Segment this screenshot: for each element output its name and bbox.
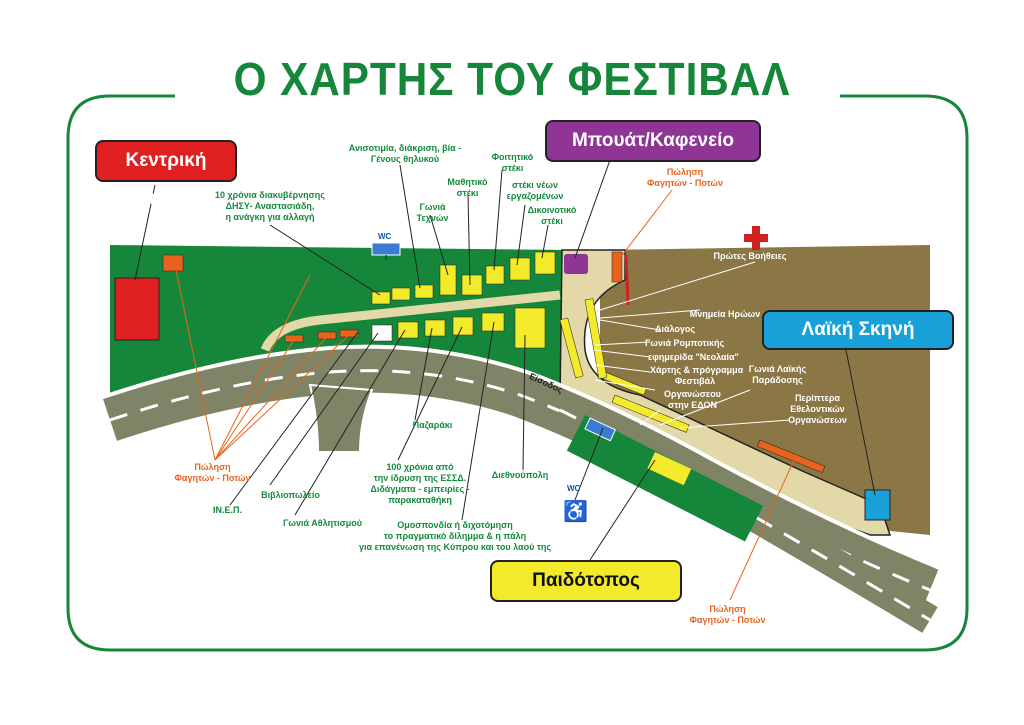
boite-cafe-callout[interactable]: Μπουάτ/Καφενείο [545, 120, 761, 162]
folk-stage-callout[interactable]: Λαϊκή Σκηνή [762, 310, 954, 350]
wc-mark [371, 242, 401, 256]
label-line: το πραγματικό δίλημμα & η πάλη [383, 531, 527, 541]
wc-label-2: WC [567, 484, 581, 493]
label-line: Γωνιά [419, 202, 446, 212]
central-stage-callout[interactable]: Κεντρική Σκηνή [95, 140, 237, 209]
label-first-aid: Πρώτες Βοήθειες [713, 251, 787, 261]
first-aid-icon [744, 226, 768, 250]
label-line: Ανισοτιμία, διάκριση, βία - [348, 143, 462, 153]
boite-mark [564, 254, 588, 274]
label-line: εργαζομένων [506, 191, 564, 201]
label-line: Εθελοντικών [790, 404, 845, 414]
label-line: 10 χρόνια διακυβέρνησης [214, 190, 325, 200]
playground-mark [647, 452, 692, 486]
label-line: Φεστιβάλ [674, 376, 716, 386]
label-line: Μαθητικό [447, 177, 488, 187]
label-robotics: Γωνιά Ρομποτικής [645, 338, 725, 348]
label-line: Φαγητών - Ποτών [174, 473, 251, 483]
label-inequality: Ανισοτιμία, διάκριση, βία -Γένους θηλυκο… [330, 143, 480, 165]
wc-mark-2 [584, 417, 617, 442]
label-line: στην ΕΔΟΝ [668, 400, 717, 410]
label-line: Γωνιά Λαϊκής [748, 364, 807, 374]
label-sports-corner: Γωνιά Αθλητισμού [282, 518, 362, 528]
label-internationalpolis: Διεθνούπολη [491, 470, 549, 480]
label-line: Διδάγματα - εμπειρίες - [370, 484, 470, 494]
label-line: Οργανώσεου [664, 389, 721, 399]
side-road [308, 383, 374, 453]
label-line: Οργανώσεων [788, 415, 847, 425]
label-bazaar: Παζαράκι [412, 420, 453, 430]
walkway [260, 290, 561, 352]
label-line: Φαγητών - Ποτών [647, 178, 723, 188]
label-line: Τεχνών [416, 213, 449, 223]
label-line: Ομοσπονδία ή διχοτόμηση [397, 520, 513, 530]
label-line: στέκι [456, 188, 479, 198]
label-line: στέκι [541, 216, 563, 226]
label-line: Φοιτητικό [491, 152, 534, 162]
food-stalls [162, 251, 826, 474]
label-inep: ΙΝ.Ε.Π. [212, 505, 242, 515]
label-line: παρακαταθήκη [388, 495, 452, 505]
map-frame [66, 94, 969, 652]
label-line: η ανάγκη για αλλαγή [225, 212, 315, 222]
label-line: ΔΗΣΥ- Αναστασιάδη, [225, 201, 315, 211]
label-line: Δικοινοτικό [527, 205, 577, 215]
label-line: Χάρτης & πρόγραμμα [650, 365, 744, 375]
label-monuments: Μνημεία Ηρώων [689, 309, 761, 319]
label-line: για επανένωση της Κύπρου και του λαού τη… [358, 542, 552, 552]
label-line: Πώληση [194, 462, 231, 472]
label-line: Πώληση [666, 167, 704, 177]
page-title: Ο ΧΑΡΤΗΣ ΤΟΥ ΦΕΣΤΙΒΑΛ [233, 53, 791, 105]
label-dialogue: Διάλογος [655, 324, 696, 334]
label-line: Γένους θηλυκού [370, 154, 440, 164]
label-line: Φαγητών - Ποτών [689, 615, 766, 625]
playground-callout[interactable]: Παιδότοπος [490, 560, 682, 602]
folk-stage-mark [864, 489, 891, 521]
label-line: Περίπτερα [794, 393, 841, 403]
playground-zone [566, 415, 764, 542]
label-line: 100 χρόνια από [386, 462, 454, 472]
stalls [371, 251, 690, 433]
accessible-icon: ♿ [563, 499, 588, 523]
label-line: στέκι [501, 163, 524, 173]
wc-label: WC [378, 232, 392, 241]
label-line: Πώληση [709, 604, 746, 614]
label-bookshop: Βιβλιοπωλείο [261, 490, 320, 500]
label-line: Παράδοσης [752, 375, 803, 385]
central-stage-mark [114, 277, 160, 341]
label-line: στέκι νέων [512, 180, 558, 190]
label-newspaper: εφημερίδα "Νεολαία" [648, 352, 739, 362]
label-line: την ίδρυση της ΕΣΣΔ. [373, 473, 467, 483]
